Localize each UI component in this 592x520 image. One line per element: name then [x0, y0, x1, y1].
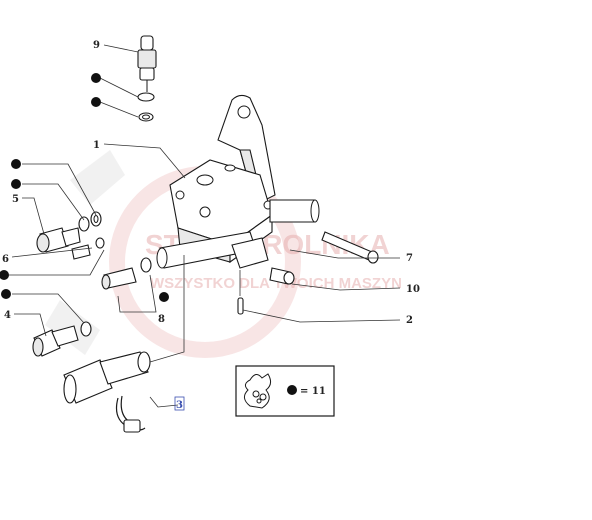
parts-bag-icon: [244, 373, 272, 409]
watermark-gear: [45, 150, 125, 355]
kit-dot-icon: [91, 73, 101, 83]
part-5-plug[interactable]: [36, 227, 81, 253]
part-8-stem[interactable]: [101, 257, 152, 290]
part-3-solenoid[interactable]: [63, 351, 151, 433]
callout-7[interactable]: 7: [406, 253, 413, 264]
callout-3-selection: [174, 396, 185, 411]
callout-3[interactable]: 3: [176, 400, 183, 411]
callout-9[interactable]: 9: [93, 40, 100, 51]
callout-labels: 9 1 5 6 4 8 3 7 10 2: [2, 40, 420, 411]
kit-dot-icon: [0, 270, 9, 280]
kit-dot-icon: [1, 289, 11, 299]
part-9-washers[interactable]: [137, 92, 155, 122]
part-4-fitting[interactable]: [32, 321, 92, 357]
callout-8[interactable]: 8: [158, 314, 165, 325]
kit-dot-icon: [11, 159, 21, 169]
kit-legend-box: [235, 365, 335, 417]
callout-4[interactable]: 4: [4, 310, 11, 321]
leader-lines: [8, 44, 401, 408]
kit-markers: [0, 73, 169, 302]
kit-dot-icon: [11, 179, 21, 189]
callout-2[interactable]: 2: [406, 315, 413, 326]
part-5-seals[interactable]: [78, 211, 102, 232]
callout-10[interactable]: 10: [406, 284, 420, 295]
kit-dot-icon: [287, 385, 297, 395]
part-7-bolt[interactable]: [321, 231, 379, 264]
part-9-fitting[interactable]: [137, 35, 157, 92]
kit-legend-text: = 11: [300, 386, 326, 397]
part-10-plug[interactable]: [269, 267, 295, 285]
callout-6[interactable]: 6: [2, 254, 9, 265]
callout-5[interactable]: 5: [12, 194, 19, 205]
kit-dot-icon: [159, 292, 169, 302]
kit-legend: = 11: [235, 365, 335, 417]
callout-1[interactable]: 1: [93, 140, 100, 151]
watermark-tagline: WSZYSTKO DLA TWOICH MASZYN: [150, 275, 402, 292]
part-2-pin[interactable]: [237, 297, 244, 315]
kit-dot-icon: [91, 97, 101, 107]
